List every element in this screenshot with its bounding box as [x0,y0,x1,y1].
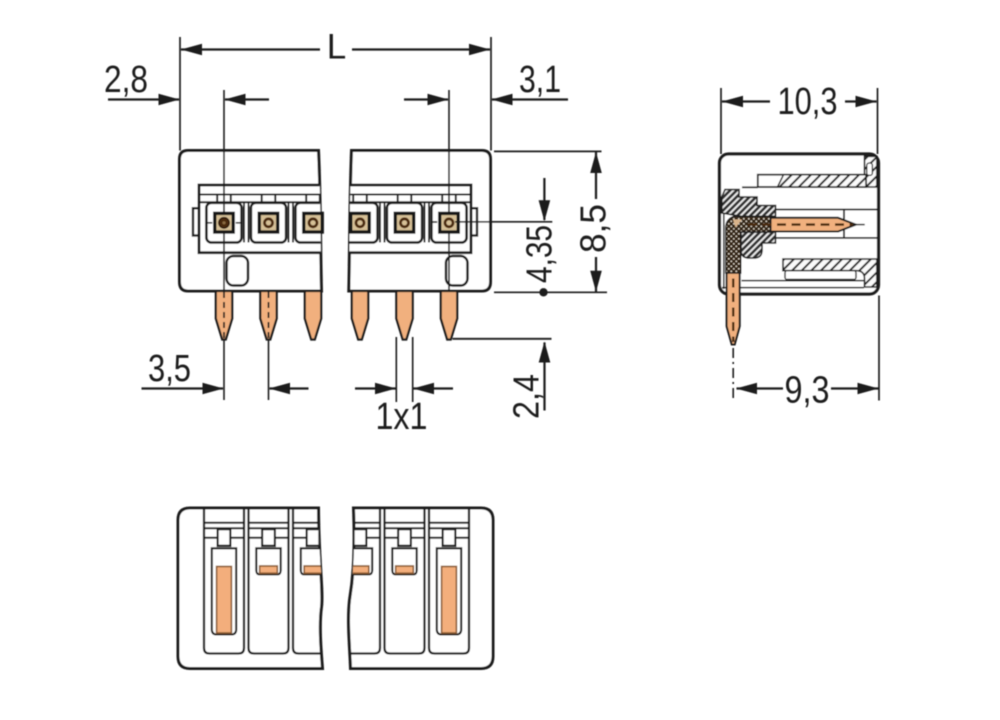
svg-text:9,3: 9,3 [785,370,830,412]
svg-text:1x1: 1x1 [376,396,428,438]
svg-text:4,35: 4,35 [519,225,560,283]
svg-text:2,4: 2,4 [506,374,547,419]
svg-text:10,3: 10,3 [778,81,838,123]
svg-text:3,1: 3,1 [519,59,561,101]
svg-text:3,5: 3,5 [148,348,191,390]
svg-text:8,5: 8,5 [573,204,614,253]
svg-text:2,8: 2,8 [104,59,148,101]
svg-text:L: L [327,28,346,67]
